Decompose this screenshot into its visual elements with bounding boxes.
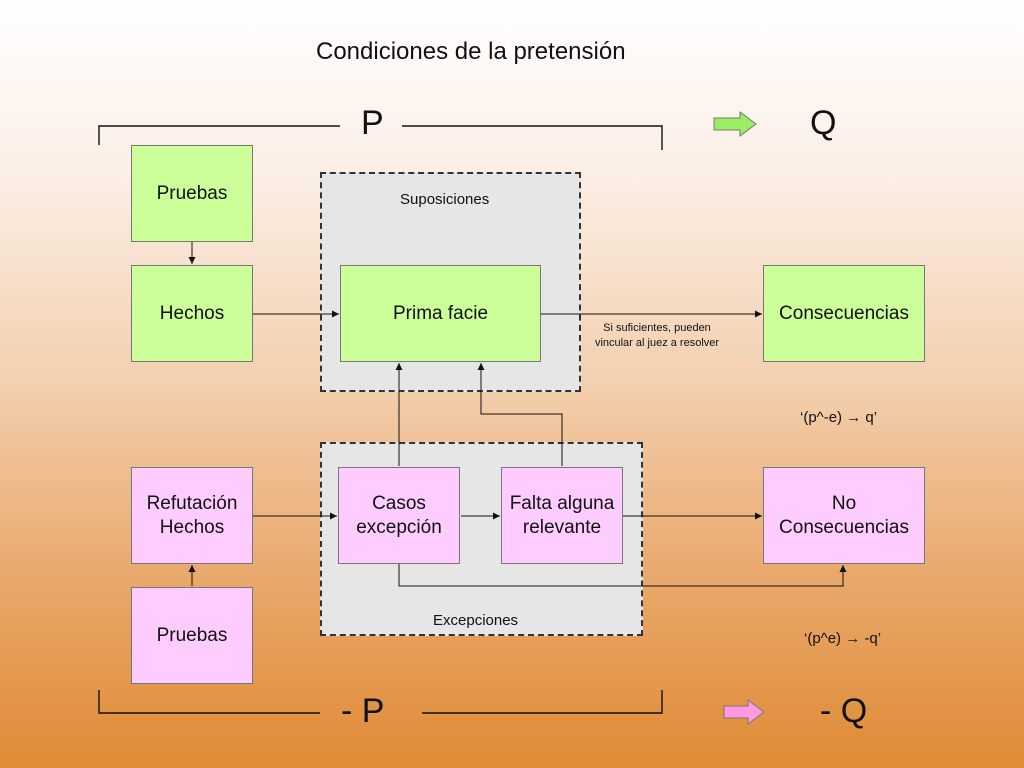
prima-facie-box: Prima facie [340, 265, 541, 362]
falta-line1: Falta alguna [509, 492, 615, 514]
no-cons-line1: No [831, 492, 857, 514]
hechos-label: Hechos [159, 302, 225, 324]
pink-block-arrow [723, 699, 765, 725]
refutacion-hechos-box: Refutación Hechos [131, 467, 253, 564]
p-label: P [361, 104, 384, 142]
bottom-bracket-left [98, 690, 320, 714]
pruebas-bottom-label: Pruebas [156, 625, 228, 646]
top-bracket-right [402, 125, 663, 150]
suposiciones-label: Suposiciones [400, 191, 490, 208]
pruebas-top-box: Pruebas [131, 145, 253, 242]
top-bracket-left [98, 125, 340, 145]
not-q-label: - Q [820, 692, 868, 730]
falta-line2: relevante [522, 516, 602, 538]
no-consecuencias-box: No Consecuencias [763, 467, 925, 564]
consecuencias-label: Consecuencias [779, 302, 909, 324]
bottom-bracket-right [422, 690, 663, 714]
page-title: Condiciones de la pretensión [316, 38, 626, 65]
consecuencias-box: Consecuencias [763, 265, 925, 362]
annotation-line2: vincular al juez a resolver [594, 336, 720, 349]
casos-excepcion-box: Casos excepción [338, 467, 460, 564]
refutacion-line1: Refutación [146, 492, 238, 514]
pruebas-bottom-box: Pruebas [131, 587, 253, 684]
not-p-label: - P [341, 692, 385, 730]
no-cons-line2: Consecuencias [779, 516, 909, 538]
hechos-box: Hechos [131, 265, 253, 362]
formula-positive: ‘(p^-e) → q’ [800, 409, 878, 426]
excepciones-label: Excepciones [433, 612, 519, 629]
prima-facie-label: Prima facie [392, 302, 489, 324]
q-label: Q [810, 104, 837, 142]
annotation-line1: Si suficientes, pueden [603, 322, 711, 334]
green-block-arrow [713, 111, 757, 137]
refutacion-line2: Hechos [159, 516, 225, 538]
falta-relevante-box: Falta alguna relevante [501, 467, 623, 564]
formula-negative: ‘(p^e) → -q’ [804, 630, 882, 647]
casos-line2: excepción [356, 516, 442, 538]
pruebas-top-label: Pruebas [156, 183, 228, 204]
annotation: Si suficientes, pueden vincular al juez … [586, 321, 728, 351]
casos-line1: Casos [372, 492, 426, 514]
